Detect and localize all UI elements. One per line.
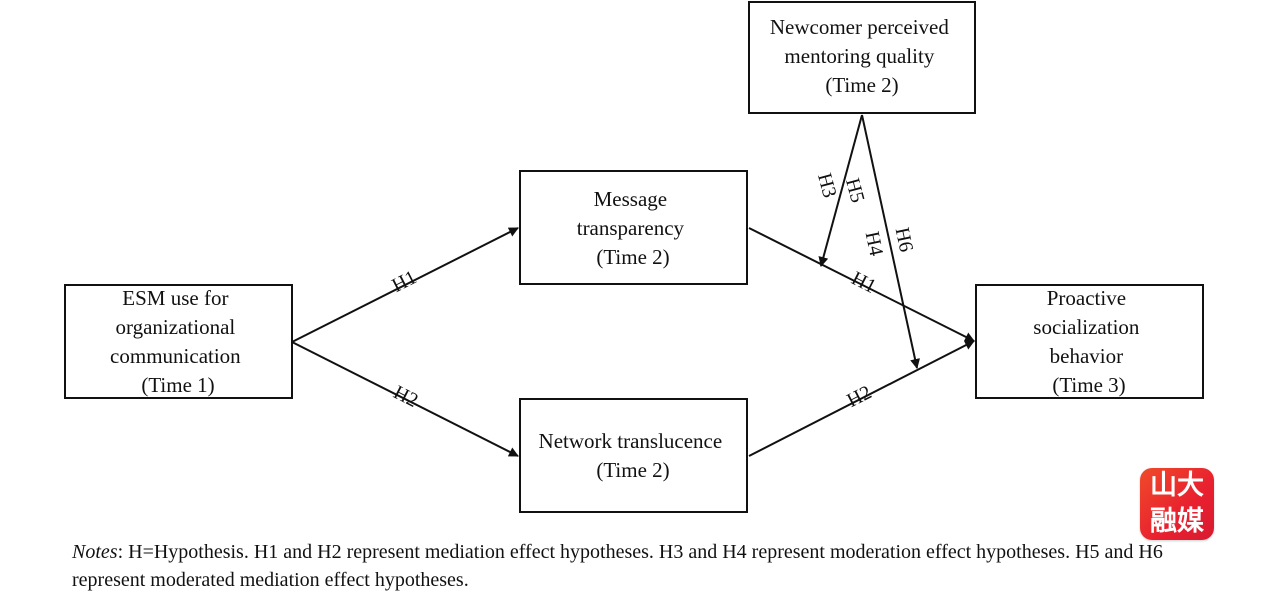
- figure-notes: Notes: H=Hypothesis. H1 and H2 represent…: [72, 538, 1192, 594]
- arrow-esm-to-transparency: [291, 227, 519, 343]
- notes-heading: Notes: [72, 541, 118, 563]
- network-translucence-text: Network translucence (Time 2): [539, 429, 728, 482]
- arrow-moderator-to-h2-path: [861, 114, 920, 369]
- label-h6: H6: [891, 226, 918, 254]
- proactive-behavior-text: Proactive socialization behavior (Time 3…: [1033, 286, 1144, 397]
- arrow-translucence-to-proactive: [748, 340, 975, 457]
- logo-line-2: 融媒: [1150, 506, 1204, 537]
- message-transparency-text: Message transparency (Time 2): [577, 187, 690, 269]
- proactive-behavior-box: [975, 284, 1204, 399]
- message-transparency-box: [519, 170, 748, 285]
- mentoring-quality-box: [748, 1, 976, 114]
- logo-line-1: 山大: [1150, 470, 1204, 501]
- label-h3: H3: [813, 171, 841, 200]
- mentoring-quality-text: Newcomer perceived mentoring quality (Ti…: [770, 15, 954, 97]
- label-h2-left: H2: [390, 381, 422, 412]
- media-logo: 山大 融媒: [1140, 468, 1214, 540]
- arrow-transparency-to-proactive: [748, 227, 975, 342]
- network-translucence-box: [519, 398, 748, 513]
- esm-use-text: ESM use for organizational communication…: [110, 286, 246, 397]
- arrow-esm-to-translucence: [291, 341, 519, 457]
- label-h2-right: H2: [843, 381, 875, 412]
- label-h1-right: H1: [848, 267, 880, 298]
- label-h4: H4: [861, 230, 888, 258]
- label-h5: H5: [841, 176, 869, 205]
- esm-use-box: [64, 284, 293, 399]
- arrow-moderator-to-h1-path: [818, 114, 863, 267]
- notes-body: : H=Hypothesis. H1 and H2 represent medi…: [72, 541, 1163, 591]
- label-h1-left: H1: [388, 266, 420, 297]
